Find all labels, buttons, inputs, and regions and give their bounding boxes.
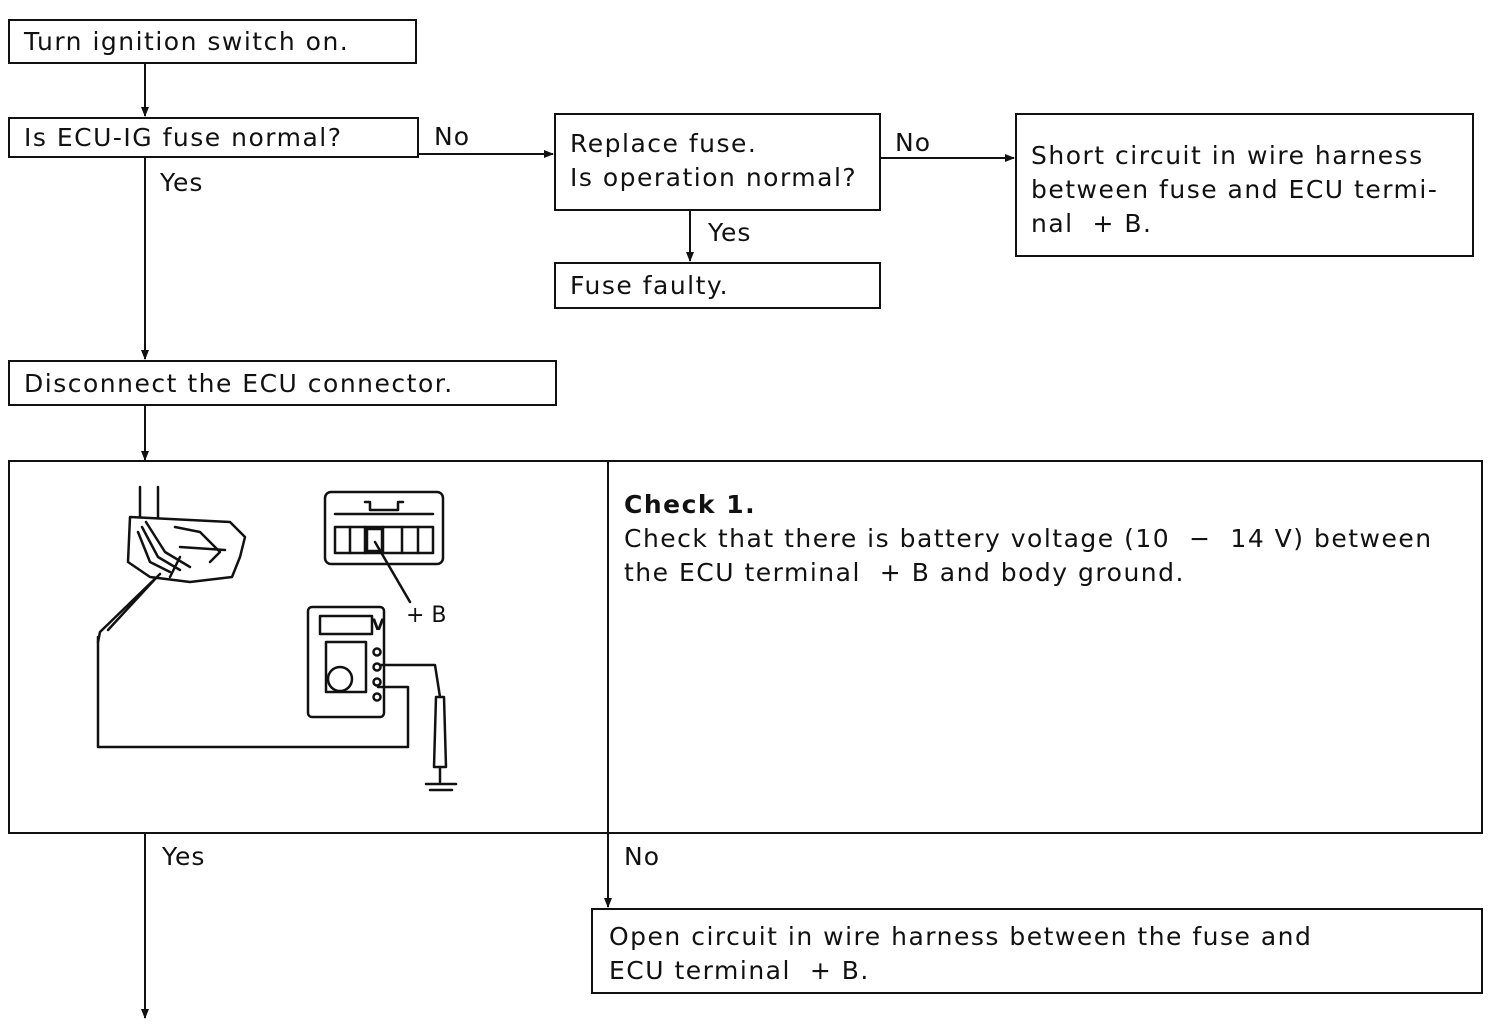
fuse-yes-label: Yes — [160, 168, 204, 197]
disconnect-box: Disconnect the ECU connector. — [8, 360, 557, 406]
harness-connector-icon — [126, 485, 247, 584]
check1-line1: Check that there is battery voltage (10 … — [624, 524, 1433, 553]
step-ignition-text: Turn ignition switch on. — [24, 27, 350, 56]
short-circuit-line1: Short circuit in wire harness — [1031, 141, 1424, 170]
fuse-faulty-box: Fuse faulty. — [554, 262, 881, 309]
replace-fuse-line1: Replace fuse. — [570, 129, 758, 158]
open-circuit-line1: Open circuit in wire harness between the… — [609, 922, 1313, 951]
voltmeter-illustration: V + B — [96, 485, 458, 792]
meter-label: V — [372, 615, 385, 634]
terminal-b-label: + B — [406, 603, 447, 628]
ecu-connector-icon — [323, 490, 445, 566]
short-circuit-line2: between fuse and ECU termi- — [1031, 175, 1439, 204]
step-ignition-box: Turn ignition switch on. — [8, 19, 417, 64]
fuse-faulty-text: Fuse faulty. — [570, 271, 730, 300]
voltmeter-icon — [306, 605, 386, 719]
check1-line2: the ECU terminal + B and body ground. — [624, 558, 1185, 587]
short-circuit-line3: nal + B. — [1031, 209, 1153, 238]
fuse-question-box: Is ECU-IG fuse normal? — [8, 117, 419, 158]
fuse-no-label: No — [434, 122, 470, 151]
fuse-question-text: Is ECU-IG fuse normal? — [24, 123, 343, 152]
replace-no-label: No — [895, 128, 931, 157]
check-yes-label: Yes — [162, 842, 206, 871]
open-circuit-box: Open circuit in wire harness between the… — [591, 908, 1483, 994]
check1-divider — [607, 462, 609, 834]
check-no-label: No — [624, 842, 660, 871]
check1-title: Check 1. — [624, 490, 757, 519]
disconnect-text: Disconnect the ECU connector. — [24, 369, 454, 398]
check1-box: Check 1. Check that there is battery vol… — [8, 460, 1483, 834]
short-circuit-box: Short circuit in wire harness between fu… — [1015, 113, 1474, 257]
ground-icon — [424, 782, 458, 792]
replace-fuse-line2: Is operation normal? — [570, 163, 858, 192]
replace-fuse-box: Replace fuse. Is operation normal? — [554, 113, 881, 211]
open-circuit-line2: ECU terminal + B. — [609, 956, 870, 985]
replace-yes-label: Yes — [708, 218, 752, 247]
